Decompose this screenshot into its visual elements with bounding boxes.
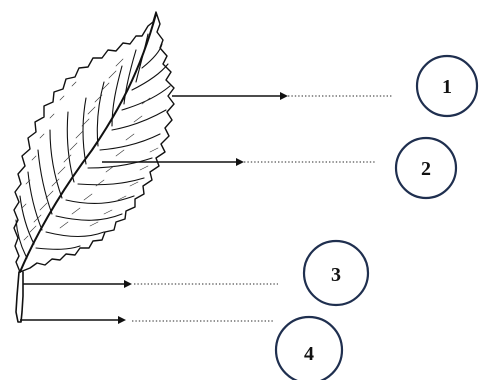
callout-1: 1 xyxy=(172,54,479,118)
leaf-illustration xyxy=(13,11,175,323)
arrowhead-3 xyxy=(124,280,132,288)
arrowhead-1 xyxy=(280,92,288,100)
leaf-lateral-veins xyxy=(15,33,171,259)
leaf-midrib xyxy=(19,13,157,273)
callout-number-3: 3 xyxy=(331,264,341,286)
callout-4: 4 xyxy=(20,315,344,380)
arrowhead-4 xyxy=(118,316,126,324)
callout-number-1: 1 xyxy=(442,76,452,98)
callout-3: 3 xyxy=(23,239,370,307)
callout-number-2: 2 xyxy=(421,158,431,180)
callout-2: 2 xyxy=(102,136,458,200)
leaf-petiole xyxy=(15,271,24,323)
callout-circle-2 xyxy=(394,136,458,200)
callout-circle-4 xyxy=(274,315,344,380)
callout-circle-1 xyxy=(415,54,479,118)
leaf-hatching xyxy=(21,58,159,241)
callout-number-4: 4 xyxy=(304,343,314,365)
callout-circle-3 xyxy=(302,239,370,307)
arrowhead-2 xyxy=(236,158,244,166)
leaf-blade-outline xyxy=(13,11,175,273)
